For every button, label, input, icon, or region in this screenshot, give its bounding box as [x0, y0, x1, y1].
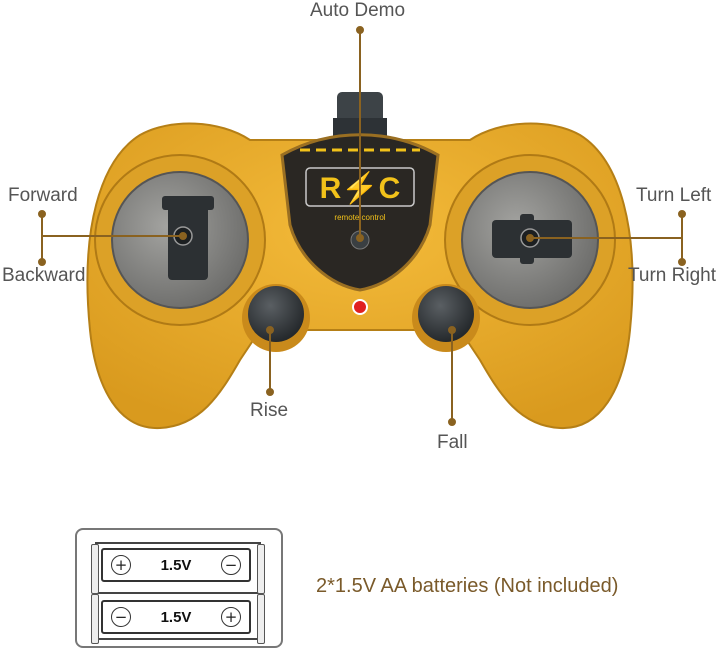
auto-demo-label: Auto Demo — [310, 0, 406, 21]
battery-compartment: + 1.5V − − 1.5V + — [75, 528, 283, 648]
plus-icon: + — [220, 607, 241, 627]
fall-button[interactable] — [412, 284, 480, 352]
rise-label: Rise — [250, 400, 289, 421]
battery-voltage-bottom: 1.5V — [160, 608, 192, 626]
battery-cell-top: + 1.5V − — [101, 548, 251, 582]
left-joystick[interactable] — [162, 196, 214, 280]
callout-lines — [38, 26, 686, 426]
minus-icon: − — [220, 555, 241, 575]
turn-left-label: Turn Left — [636, 185, 712, 206]
power-led-icon — [352, 299, 368, 315]
controller-body — [86, 122, 634, 430]
minus-icon: − — [111, 607, 131, 627]
backward-label: Backward — [2, 265, 86, 286]
forward-label: Forward — [8, 185, 78, 206]
battery-cell-bottom: − 1.5V + — [101, 600, 251, 634]
plus-icon: + — [111, 555, 131, 575]
controller-illustration: R⚡C remote control — [38, 26, 686, 430]
battery-voltage-top: 1.5V — [160, 556, 192, 574]
battery-caption: 2*1.5V AA batteries (Not included) — [316, 575, 619, 597]
rise-button[interactable] — [242, 284, 310, 352]
turn-right-label: Turn Right — [628, 265, 716, 286]
fall-label: Fall — [437, 432, 468, 453]
